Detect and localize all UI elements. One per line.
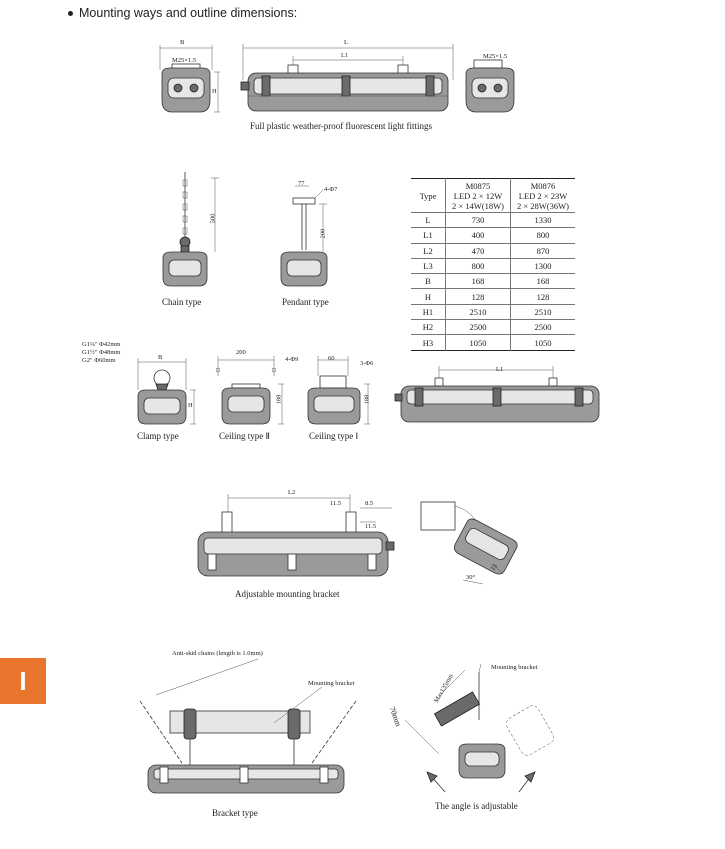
bracket-type-drawing <box>139 658 357 794</box>
caption-adjustable: Adjustable mounting bracket <box>235 589 340 599</box>
dim-phi6: 3-Φ6 <box>360 360 374 367</box>
end-view-right-drawing <box>465 59 515 113</box>
dim-500: 500 <box>209 213 217 224</box>
table-header-m0875: M0875 LED 2 × 12W 2 × 14W(18W) <box>445 178 511 213</box>
dim-l2: L2 <box>288 489 296 496</box>
caption-ceiling1: Ceiling type Ⅰ <box>309 431 359 441</box>
dim-phi9: 4-Φ9 <box>285 356 299 363</box>
dim-60: 60 <box>328 355 335 362</box>
table-header-type: Type <box>419 190 437 201</box>
dim-l: L <box>344 39 348 46</box>
dim-l1-bottom: L1 <box>496 366 504 373</box>
caption-angle: The angle is adjustable <box>435 801 518 811</box>
pendant-type-drawing <box>280 185 328 287</box>
dim-b-clamp: B <box>158 354 163 361</box>
end-view-left-drawing <box>159 45 220 113</box>
dim-200-ceiling2: 200 <box>236 349 246 356</box>
bottom-view-drawing <box>394 366 600 423</box>
side-view-drawing <box>240 44 454 112</box>
label-mounting-bracket-2: Mounting bracket <box>491 664 538 671</box>
bullet-icon <box>68 11 73 17</box>
caption-fitting: Full plastic weather-proof fluorescent l… <box>250 121 433 131</box>
dim-phi7: 4-Φ7 <box>324 186 338 193</box>
caption-clamp: Clamp type <box>137 431 179 441</box>
dim-8-5: 8.5 <box>365 500 374 507</box>
clamp-spec-2: G1½" Φ48mm <box>82 349 121 356</box>
spec-table: Type M0875 LED 2 × 12W 2 × 14W(18W) M087… <box>411 178 575 351</box>
caption-ceiling2: Ceiling type Ⅱ <box>219 431 270 441</box>
table-header-row: Type M0875 LED 2 × 12W 2 × 14W(18W) M087… <box>411 178 575 213</box>
ceiling-type-1-drawing <box>307 356 370 425</box>
dim-m25-right: M25×1.5 <box>483 53 508 60</box>
table-header-m0876: M0876 LED 2 × 23W 2 × 28W(36W) <box>510 178 575 213</box>
dim-l1-top: L1 <box>341 52 349 59</box>
dim-11-5-a: 11.5 <box>330 500 342 507</box>
ceiling-type-2-drawing <box>215 356 284 425</box>
caption-bracket: Bracket type <box>212 808 258 818</box>
dim-h-left: H <box>212 88 217 95</box>
clamp-spec-3: G2" Φ60mm <box>82 357 116 364</box>
angle-adjustable-drawing <box>404 663 555 793</box>
dim-200-pendant: 200 <box>319 228 327 239</box>
dim-188-ceiling1: 188 <box>363 394 371 405</box>
section-heading: Mounting ways and outline dimensions: <box>68 6 297 20</box>
chain-type-drawing <box>162 172 219 287</box>
dim-188-ceiling2: 188 <box>275 394 283 405</box>
dim-b-top: B <box>180 39 185 46</box>
dim-m25-left: M25×1.5 <box>172 57 197 64</box>
caption-pendant: Pendant type <box>282 297 329 307</box>
caption-chain: Chain type <box>162 297 202 307</box>
dim-h-clamp: H <box>188 402 193 409</box>
dim-11-5-b: 11.5 <box>365 523 377 530</box>
dim-30-deg: 30° <box>466 574 476 581</box>
angle-bracket-drawing <box>420 501 518 585</box>
label-antiskid: Anti-skid chains (length is 1.0mm) <box>172 650 263 657</box>
dim-77: 77 <box>298 180 305 187</box>
adjustable-bracket-drawing <box>197 494 395 577</box>
clamp-type-drawing <box>137 358 196 425</box>
section-tab: I <box>0 658 46 704</box>
clamp-spec-1: G1¼" Φ42mm <box>82 341 121 348</box>
label-mounting-bracket-1: Mounting bracket <box>308 680 355 687</box>
